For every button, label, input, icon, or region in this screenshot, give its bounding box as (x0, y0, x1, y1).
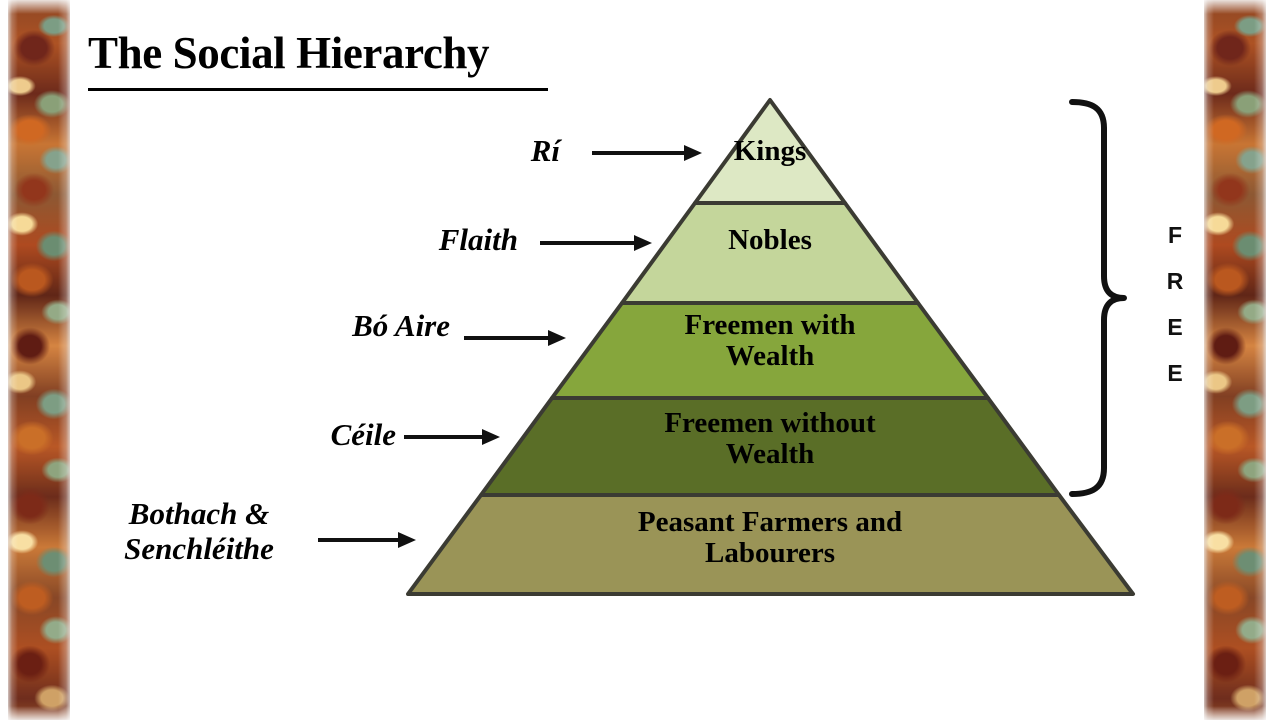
page-title: The Social Hierarchy (88, 28, 490, 78)
celtic-border-right (1196, 0, 1272, 720)
arrow-bo-aire (464, 325, 566, 351)
side-label-ri: Rí (530, 133, 560, 168)
side-label-bothach-senchleithe: Bothach & Senchléithe (124, 496, 274, 566)
pyramid-tier-peasants[interactable] (406, 493, 1135, 596)
pyramid-tier-freemen-no-wealth[interactable] (479, 396, 1061, 497)
celtic-border-left (0, 0, 76, 720)
free-letter-f: F (1167, 222, 1183, 248)
pyramid-tier-kings[interactable] (693, 98, 847, 205)
title-block: The Social Hierarchy (88, 26, 608, 91)
celtic-interlace-pattern-right (1204, 0, 1266, 720)
free-letter-e1: E (1167, 314, 1183, 340)
pyramid-tier-freemen-wealth[interactable] (550, 301, 990, 400)
title-underline (88, 88, 548, 91)
arrow-flaith (540, 230, 652, 256)
celtic-interlace-pattern-left (8, 0, 70, 720)
free-letter-e2: E (1167, 360, 1183, 386)
side-label-ceile: Céile (330, 417, 396, 452)
arrow-ri (592, 140, 702, 166)
free-letter-r: R (1166, 268, 1184, 294)
side-label-bo-aire: Bó Aire (352, 308, 450, 343)
free-bracket (1066, 98, 1132, 498)
side-label-flaith: Flaith (438, 222, 518, 257)
arrow-ceile (404, 424, 500, 450)
arrow-bothach-senchleithe (318, 527, 416, 553)
pyramid-tier-nobles[interactable] (620, 201, 920, 305)
free-bracket-label: F R E E (1158, 212, 1192, 396)
